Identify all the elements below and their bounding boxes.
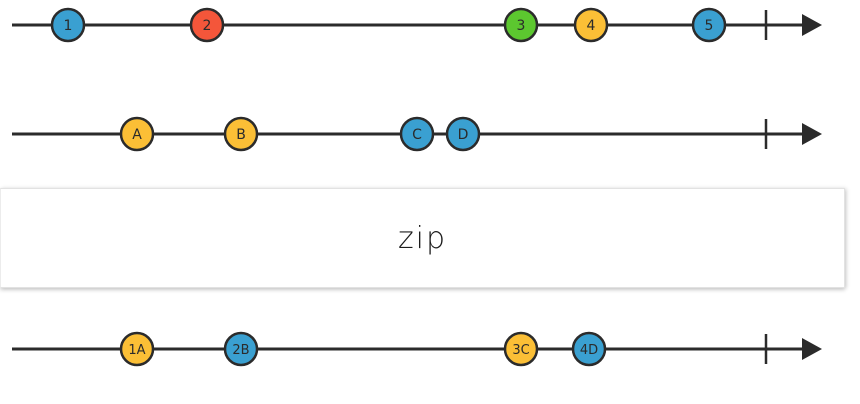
marble-circle[interactable] [223, 331, 259, 367]
marble-circle[interactable] [573, 7, 609, 43]
marble[interactable]: 3C [503, 331, 539, 367]
timeline-arrow-head [802, 14, 822, 36]
marble-label: 2 [203, 18, 212, 34]
marble-label: D [458, 127, 469, 143]
marble-label: 4 [587, 18, 596, 34]
timeline-source-1: 1 2 3 4 5 [0, 0, 860, 50]
marble-circle[interactable] [223, 116, 259, 152]
marble[interactable]: A [119, 116, 155, 152]
marble-circle[interactable] [119, 331, 155, 367]
marble[interactable]: 3 [503, 7, 539, 43]
marble-label: 4D [580, 343, 598, 358]
operator-box[interactable]: zip [0, 188, 845, 288]
marble-label: 2B [232, 343, 249, 358]
marble-label: C [412, 127, 422, 143]
marble[interactable]: 1A [119, 331, 155, 367]
marble-label: B [236, 127, 246, 143]
marble[interactable]: D [445, 116, 481, 152]
marble-circle[interactable] [503, 7, 539, 43]
timeline-arrow-head [802, 338, 822, 360]
timeline-arrow-head [802, 123, 822, 145]
marble[interactable]: 2B [223, 331, 259, 367]
timeline-output: 1A 2B 3C 4D [0, 324, 860, 374]
marble[interactable]: 1 [50, 7, 86, 43]
marble[interactable]: C [399, 116, 435, 152]
marble[interactable]: 5 [691, 7, 727, 43]
timeline-output-svg: 1A 2B 3C 4D [12, 331, 822, 367]
timeline-source-2-svg: A B C D [12, 116, 822, 152]
marble-label: 3 [517, 18, 526, 34]
marble-circle[interactable] [503, 331, 539, 367]
marble[interactable]: 4D [571, 331, 607, 367]
timeline-source-2: A B C D [0, 109, 860, 159]
marble[interactable]: 4 [573, 7, 609, 43]
timeline-source-1-svg: 1 2 3 4 5 [12, 7, 822, 43]
marble[interactable]: B [223, 116, 259, 152]
operator-label: zip [397, 220, 448, 256]
marble-label: 5 [705, 18, 714, 34]
marble-circle[interactable] [445, 116, 481, 152]
marble-label: 3C [512, 343, 529, 358]
marble-circle[interactable] [189, 7, 225, 43]
marble-circle[interactable] [399, 116, 435, 152]
marble-circle[interactable] [691, 7, 727, 43]
marble-circle[interactable] [50, 7, 86, 43]
marble-circle[interactable] [119, 116, 155, 152]
marble-label: 1A [128, 343, 145, 358]
marble-label: 1 [64, 18, 73, 34]
marble[interactable]: 2 [189, 7, 225, 43]
marble-label: A [132, 127, 142, 143]
marble-circle[interactable] [571, 331, 607, 367]
